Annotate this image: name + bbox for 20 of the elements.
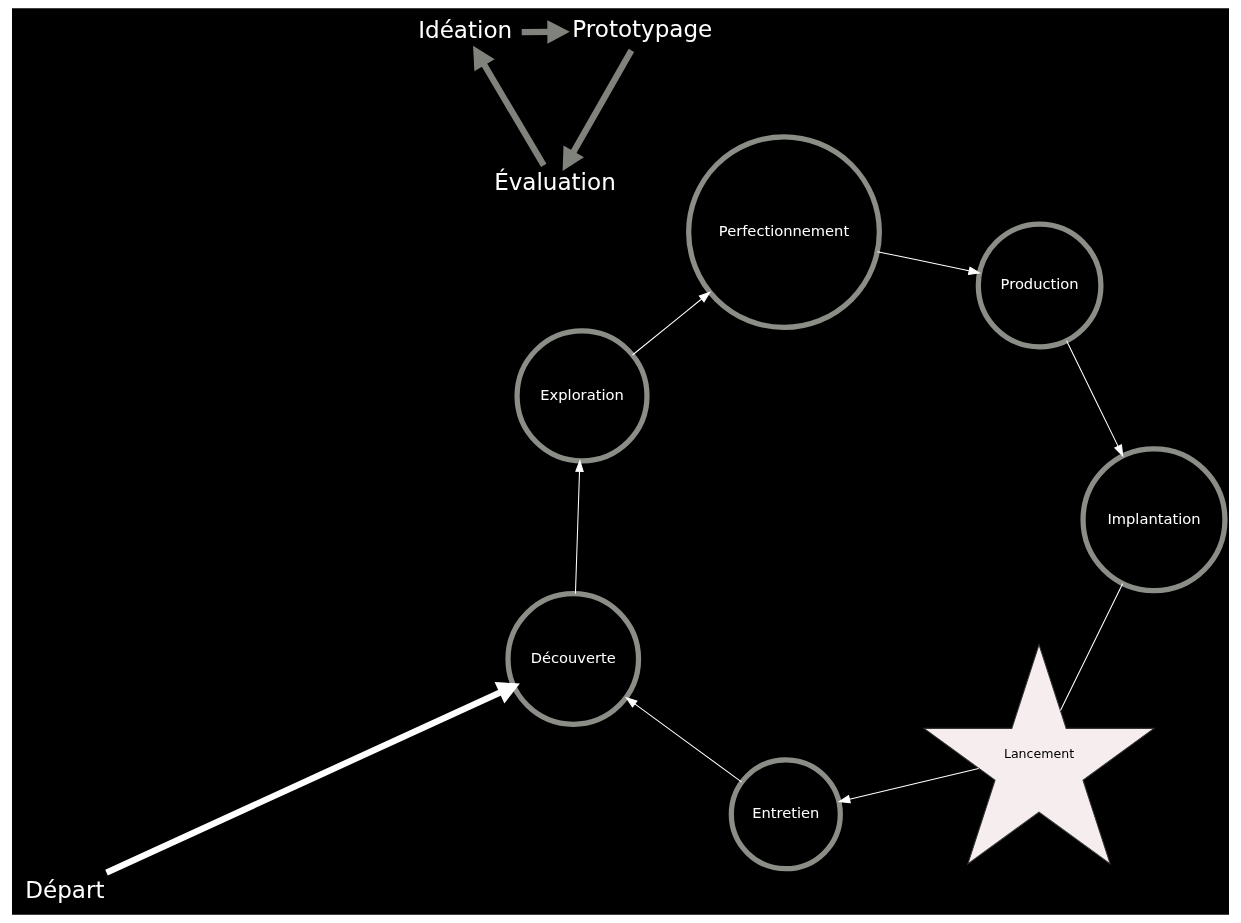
arrow [105, 682, 520, 876]
connector [1059, 583, 1124, 712]
arrow [631, 291, 712, 356]
node-text: Évaluation [494, 169, 616, 196]
node-text: Prototypage [572, 16, 713, 43]
node-circle: Découverte [505, 591, 642, 727]
arrow [837, 768, 980, 804]
arrow [574, 459, 584, 595]
arrow [562, 48, 635, 171]
arrow [521, 20, 570, 44]
arrow [1066, 340, 1124, 458]
node-circle: Entretien [728, 757, 843, 872]
node-circle: Exploration [514, 328, 650, 464]
node-circle: Perfectionnement [686, 134, 882, 331]
node-text: Idéation [418, 17, 513, 44]
arrow [625, 696, 743, 783]
arrow [876, 251, 982, 276]
node-text: Départ [25, 876, 105, 903]
arrow [473, 45, 547, 168]
node-circle: Production [975, 221, 1104, 350]
